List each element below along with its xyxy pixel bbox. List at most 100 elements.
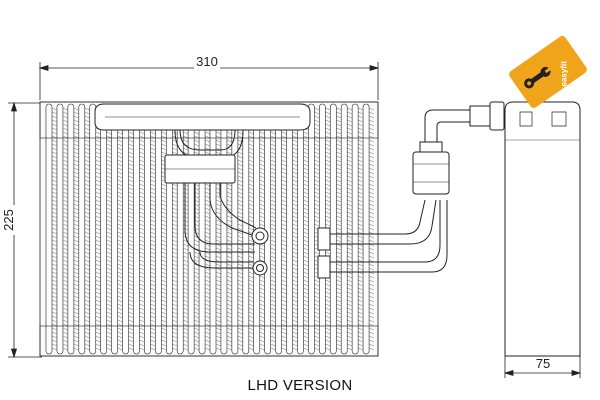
core-fin: [150, 259, 156, 263]
core-fin: [347, 143, 353, 147]
core-fin: [336, 331, 342, 335]
core-fin: [358, 215, 364, 219]
core-fin: [84, 319, 90, 323]
core-fin: [226, 207, 232, 211]
core-fin: [117, 175, 123, 179]
core-fin: [51, 207, 58, 211]
core-fin: [336, 303, 342, 307]
core-fin: [161, 267, 167, 271]
core-fin: [139, 251, 145, 255]
core-fin: [303, 347, 309, 351]
core-fin: [237, 275, 243, 279]
core-fin: [73, 339, 79, 343]
core-fin: [73, 179, 79, 183]
core-fin: [51, 307, 58, 311]
core-fin: [95, 175, 101, 179]
core-fin: [303, 147, 309, 151]
core-fin: [292, 319, 298, 323]
core-fin: [62, 195, 68, 199]
core-fin: [205, 347, 211, 351]
core-fin: [95, 155, 101, 159]
core-fin: [281, 171, 287, 175]
core-fin: [161, 243, 167, 247]
core-fin: [336, 135, 342, 139]
core-fin: [106, 303, 112, 307]
core-fin: [347, 347, 353, 351]
core-fin: [150, 343, 156, 347]
core-fin: [172, 323, 178, 327]
core-fin: [128, 243, 134, 247]
core-fin: [270, 239, 276, 243]
core-fin: [369, 139, 375, 143]
core-fin: [194, 347, 200, 351]
core-fin: [336, 227, 342, 231]
core-fin: [369, 111, 375, 115]
core-fin: [73, 323, 79, 327]
core-fin: [139, 247, 145, 251]
core-fin: [248, 283, 254, 287]
core-tube: [329, 103, 337, 355]
core-fin: [347, 147, 353, 151]
core-fin: [226, 295, 232, 299]
core-fin: [95, 135, 101, 139]
core-fin: [303, 223, 309, 227]
core-fin: [106, 247, 112, 251]
core-fin: [161, 143, 167, 147]
core-fin: [358, 131, 364, 135]
core-fin: [117, 159, 123, 163]
core-fin: [205, 183, 211, 187]
core-fin: [358, 147, 364, 151]
core-fin: [51, 115, 58, 119]
core-fin: [314, 123, 320, 127]
core-fin: [139, 179, 145, 183]
core-fin: [248, 131, 254, 135]
core-fin: [84, 199, 90, 203]
core-fin: [325, 159, 331, 163]
core-fin: [95, 183, 101, 187]
core-fin: [314, 115, 320, 119]
core-fin: [248, 327, 254, 331]
core-fin: [325, 303, 331, 307]
core-fin: [314, 287, 320, 291]
core-fin: [84, 115, 90, 119]
core-fin: [259, 295, 265, 299]
core-fin: [139, 239, 145, 243]
core-fin: [51, 311, 58, 315]
core-fin: [215, 135, 222, 139]
core-fin: [347, 227, 353, 231]
core-fin: [95, 191, 101, 195]
core-fin: [128, 223, 134, 227]
core-fin: [237, 147, 243, 151]
core-fin: [62, 263, 68, 267]
core-fin: [347, 215, 353, 219]
core-fin: [128, 339, 134, 343]
core-fin: [259, 199, 265, 203]
core-fin: [270, 315, 276, 319]
core-fin: [117, 283, 123, 287]
core-fin: [314, 223, 320, 227]
core-fin: [51, 275, 58, 279]
core-fin: [128, 239, 134, 243]
core-fin: [150, 339, 156, 343]
core-fin: [281, 199, 287, 203]
core-fin: [347, 179, 353, 183]
core-fin: [292, 327, 298, 331]
core-fin: [347, 139, 353, 143]
core-fin: [106, 251, 112, 255]
core-fin: [314, 147, 320, 151]
core-fin: [150, 303, 156, 307]
core-fin: [62, 179, 68, 183]
core-fin: [62, 167, 68, 171]
core-fin: [237, 163, 243, 167]
core-fin: [161, 295, 167, 299]
depth-dimension: [503, 355, 582, 378]
core-fin: [226, 215, 232, 219]
core-fin: [84, 159, 90, 163]
core-fin: [117, 203, 123, 207]
core-fin: [237, 283, 243, 287]
core-fin: [303, 287, 309, 291]
core-fin: [194, 251, 200, 255]
core-fin: [314, 327, 320, 331]
core-fin: [106, 347, 112, 351]
core-fin: [128, 299, 134, 303]
